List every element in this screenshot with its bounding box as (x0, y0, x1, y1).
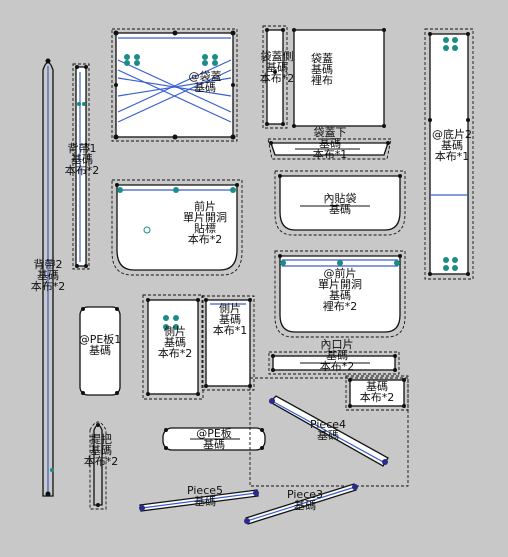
pattern-piece-side-left[interactable]: 側片基碼本布*2 (142, 294, 204, 400)
pattern-piece-pe-board[interactable]: @PE板基碼 (162, 426, 266, 451)
pattern-piece-small-right[interactable]: 基碼本布*2 (345, 375, 409, 411)
pattern-piece-front[interactable]: 前片單片開洞貼標本布*2 (111, 179, 243, 276)
svg-text:內貼袋基碼: 內貼袋基碼 (324, 191, 357, 216)
svg-text:袋蓋基碼裡布: 袋蓋基碼裡布 (311, 51, 333, 87)
svg-text:側片基碼本布*2: 側片基碼本布*2 (158, 325, 193, 360)
svg-text:側片基碼本布*1: 側片基碼本布*1 (213, 302, 248, 337)
svg-text:@PE板基碼: @PE板基碼 (196, 426, 232, 451)
pattern-piece-flap-side[interactable]: 袋蓋側基碼本布*2 (260, 25, 295, 129)
svg-text:@前片單片開洞基碼裡布*2: @前片單片開洞基碼裡布*2 (318, 266, 362, 313)
svg-text:前片單片開洞貼標本布*2: 前片單片開洞貼標本布*2 (183, 199, 227, 246)
selection-box[interactable] (249, 377, 409, 487)
svg-text:袋蓋下基碼本布*1: 袋蓋下基碼本布*1 (313, 125, 348, 161)
pattern-piece-inner-opening[interactable]: 內口片基碼本布*2 (268, 338, 400, 375)
svg-text:基碼本布*2: 基碼本布*2 (360, 380, 395, 404)
pattern-piece-front-lining[interactable]: @前片單片開洞基碼裡布*2 (274, 250, 406, 338)
pattern-piece-waist-top[interactable]: @袋蓋基碼 (111, 28, 238, 142)
svg-text:內口片基碼本布*2: 內口片基碼本布*2 (320, 338, 355, 373)
pattern-piece-flap-bottom[interactable]: 袋蓋下基碼本布*1 (267, 125, 392, 161)
svg-text:@袋蓋基碼: @袋蓋基碼 (189, 69, 222, 94)
pattern-piece-pocket-flap[interactable]: 袋蓋基碼裡布 (292, 28, 386, 128)
svg-text:袋蓋側基碼本布*2: 袋蓋側基碼本布*2 (260, 49, 295, 85)
pattern-piece-inner-pocket[interactable]: 內貼袋基碼 (274, 170, 406, 236)
pattern-piece-buckle[interactable]: 提把基碼本布*2 (84, 421, 119, 510)
svg-text:提把基碼本布*2: 提把基碼本布*2 (84, 432, 119, 468)
pattern-piece-side-right[interactable]: 側片基碼本布*1 (201, 295, 255, 391)
